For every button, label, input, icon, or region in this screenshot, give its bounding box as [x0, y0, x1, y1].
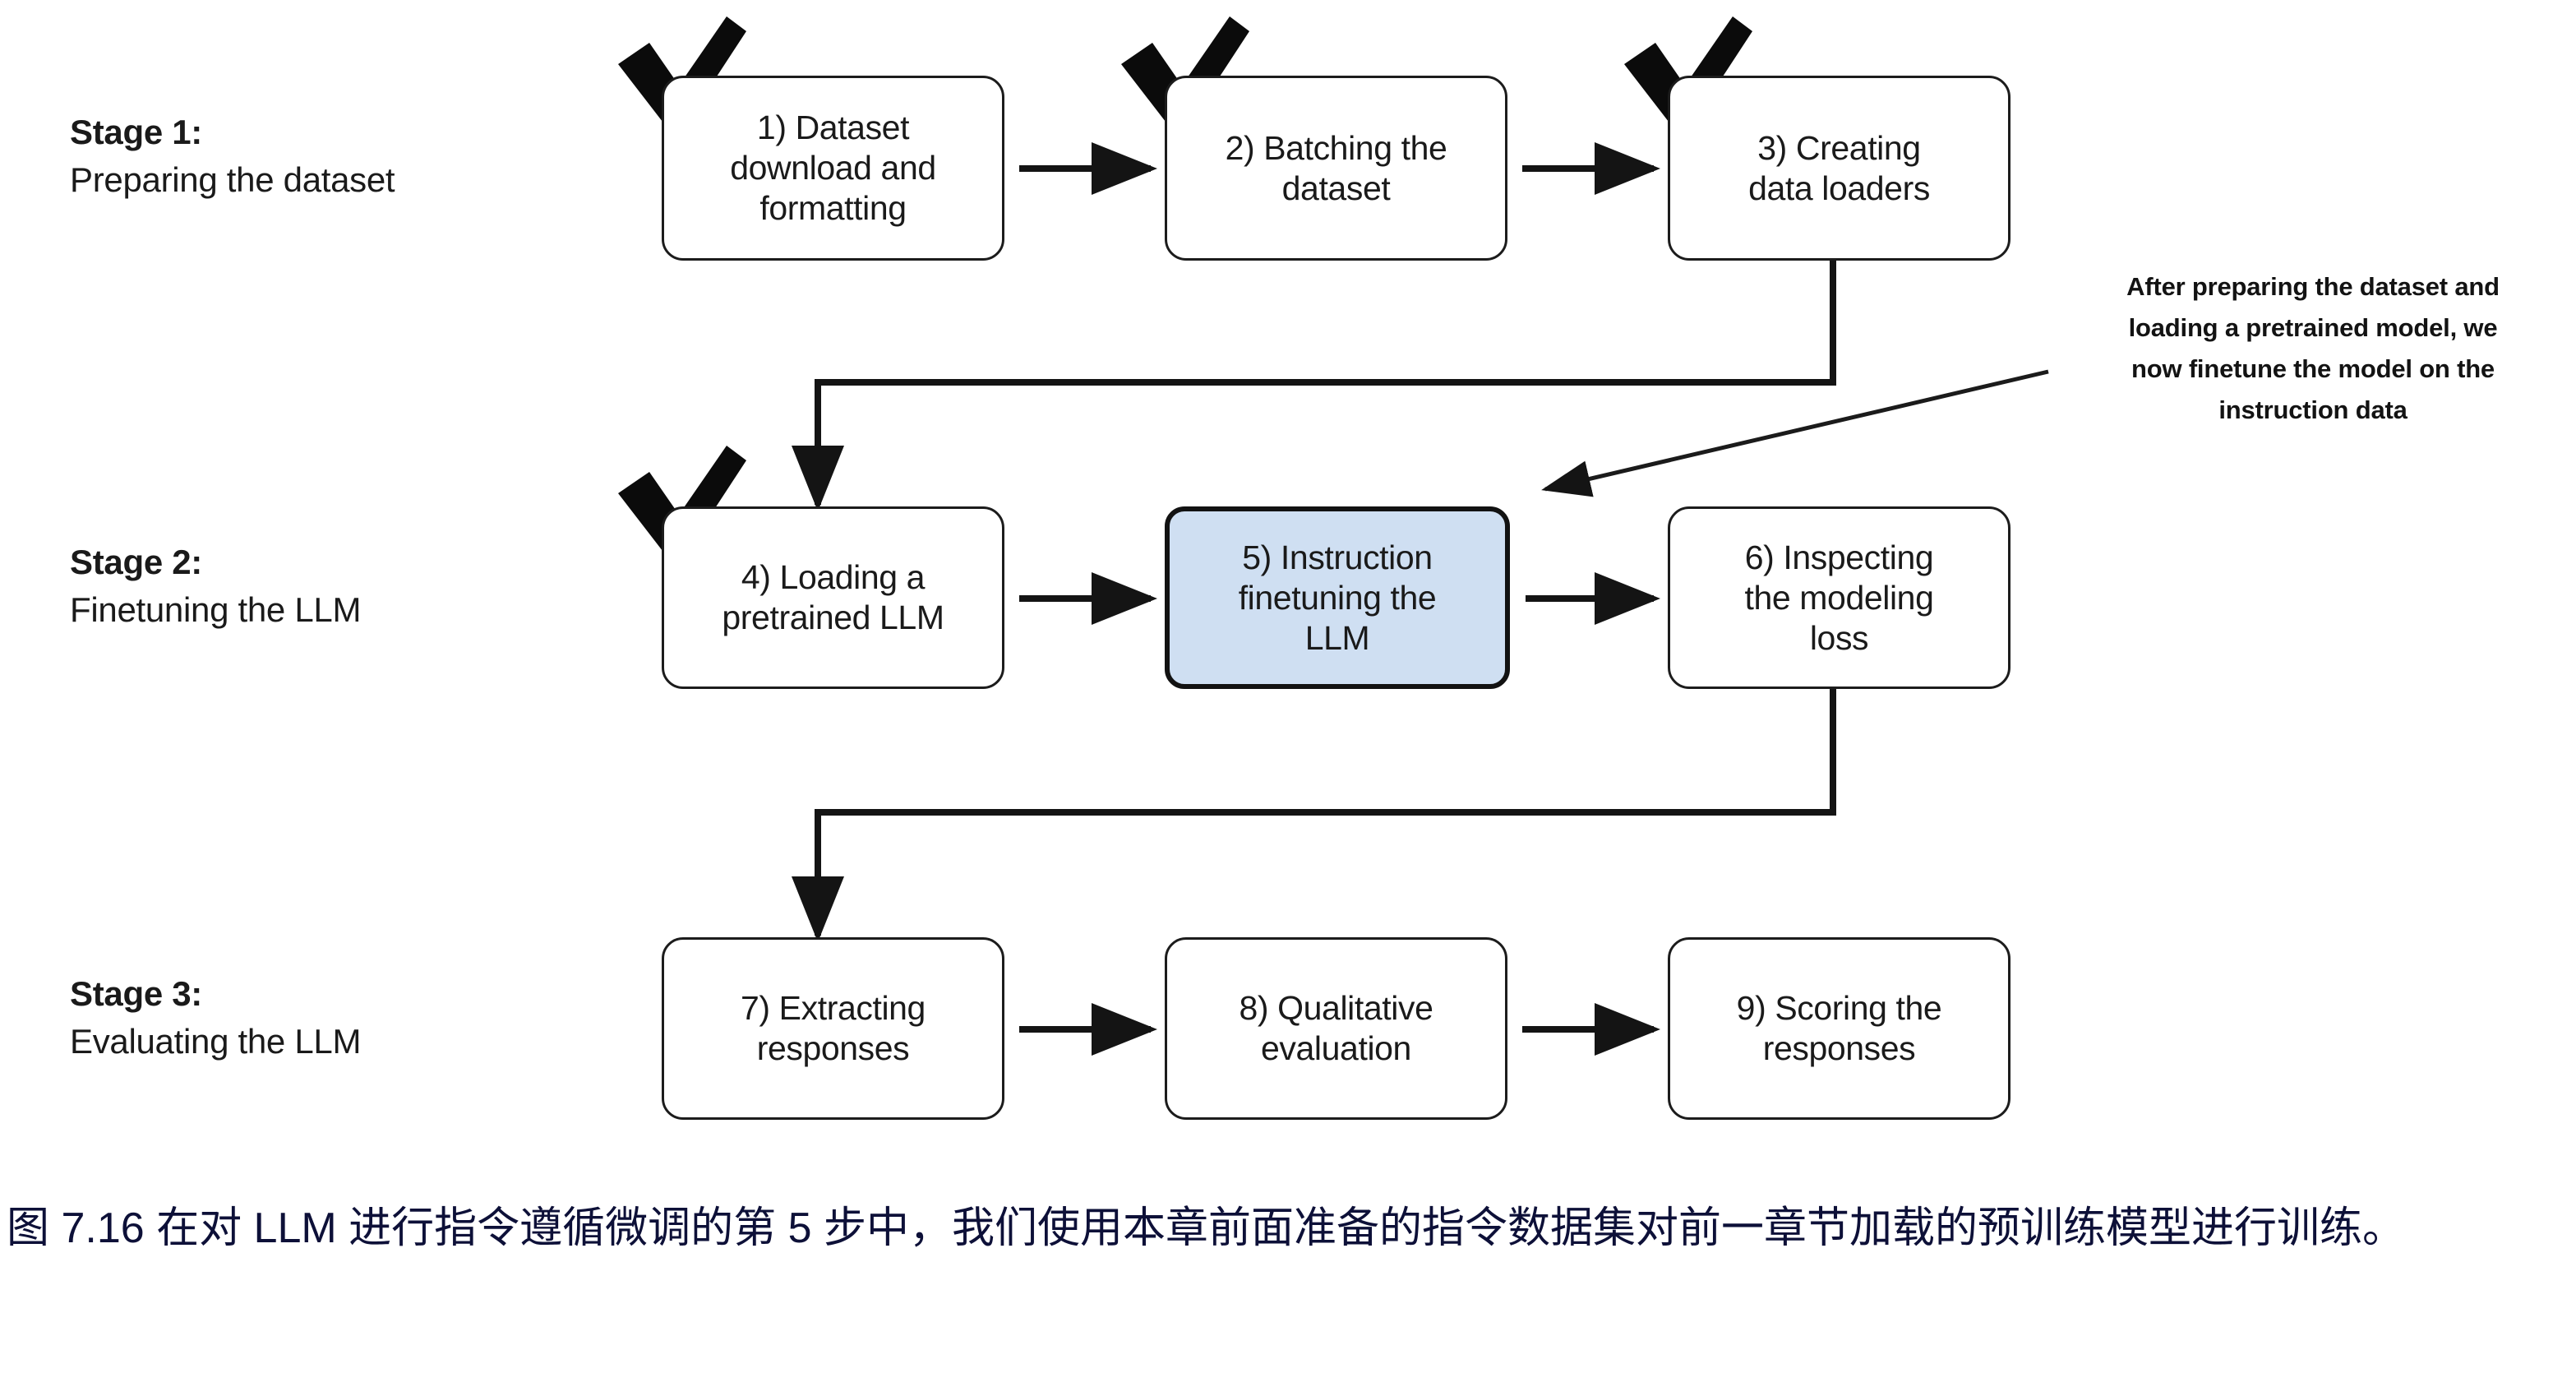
- checkmark-icon-node3: [1624, 16, 1752, 122]
- stage-1-subtitle: Preparing the dataset: [70, 160, 395, 199]
- node-7-label: 7) Extracting responses: [741, 989, 926, 1067]
- node-5-instruction-finetuning-the-llm[interactable]: 5) Instruction finetuning the LLM: [1165, 506, 1510, 689]
- node-3-creating-data-loaders[interactable]: 3) Creating data loaders: [1668, 76, 2010, 261]
- node-4-loading-a-pretrained-llm[interactable]: 4) Loading a pretrained LLM: [662, 506, 1004, 689]
- node-9-scoring-the-responses[interactable]: 9) Scoring the responses: [1668, 937, 2010, 1120]
- connector-stage1-to-stage2: [792, 253, 1836, 511]
- stage-3-subtitle: Evaluating the LLM: [70, 1022, 362, 1061]
- node-6-label: 6) Inspecting the modeling loss: [1744, 538, 1934, 657]
- stage-2-title: Stage 2:: [70, 543, 202, 581]
- stage-label-1: Stage 1: Preparing the dataset: [70, 109, 395, 204]
- stage-1-title: Stage 1:: [70, 113, 202, 151]
- node-8-qualitative-evaluation[interactable]: 8) Qualitative evaluation: [1165, 937, 1507, 1120]
- connector-stage2-to-stage3: [792, 689, 1836, 942]
- checkmark-icon-node2: [1121, 16, 1249, 122]
- node-2-label: 2) Batching the dataset: [1225, 128, 1447, 207]
- stage-2-subtitle: Finetuning the LLM: [70, 590, 362, 629]
- annotation-note: After preparing the dataset and loading …: [2126, 272, 2500, 424]
- checkmark-icon-node1: [618, 16, 746, 122]
- node-8-label: 8) Qualitative evaluation: [1239, 989, 1433, 1067]
- node-1-dataset-download-and-formatting[interactable]: 1) Dataset download and formatting: [662, 76, 1004, 261]
- node-6-inspecting-the-modeling-loss[interactable]: 6) Inspecting the modeling loss: [1668, 506, 2010, 689]
- stage-label-2: Stage 2: Finetuning the LLM: [70, 539, 361, 634]
- node-9-label: 9) Scoring the responses: [1736, 989, 1942, 1067]
- node-4-label: 4) Loading a pretrained LLM: [722, 558, 944, 636]
- stage-3-title: Stage 3:: [70, 974, 202, 1013]
- diagram-connector-layer: [618, 16, 2049, 1056]
- node-1-label: 1) Dataset download and formatting: [730, 109, 936, 227]
- node-2-batching-the-dataset[interactable]: 2) Batching the dataset: [1165, 76, 1507, 261]
- checkmark-icon-node4: [618, 446, 746, 551]
- figure-caption: 图 7.16 在对 LLM 进行指令遵循微调的第 5 步中，我们使用本章前面准备…: [7, 1204, 2405, 1252]
- annotation-pointer-arrow: [1541, 369, 2049, 497]
- stage-label-3: Stage 3: Evaluating the LLM: [70, 970, 361, 1066]
- instruction-finetuning-flow-diagram: Stage 1: Preparing the dataset Stage 2: …: [70, 16, 2500, 1120]
- node-5-label: 5) Instruction finetuning the LLM: [1238, 538, 1437, 657]
- node-3-label: 3) Creating data loaders: [1748, 128, 1930, 207]
- node-7-extracting-responses[interactable]: 7) Extracting responses: [662, 937, 1004, 1120]
